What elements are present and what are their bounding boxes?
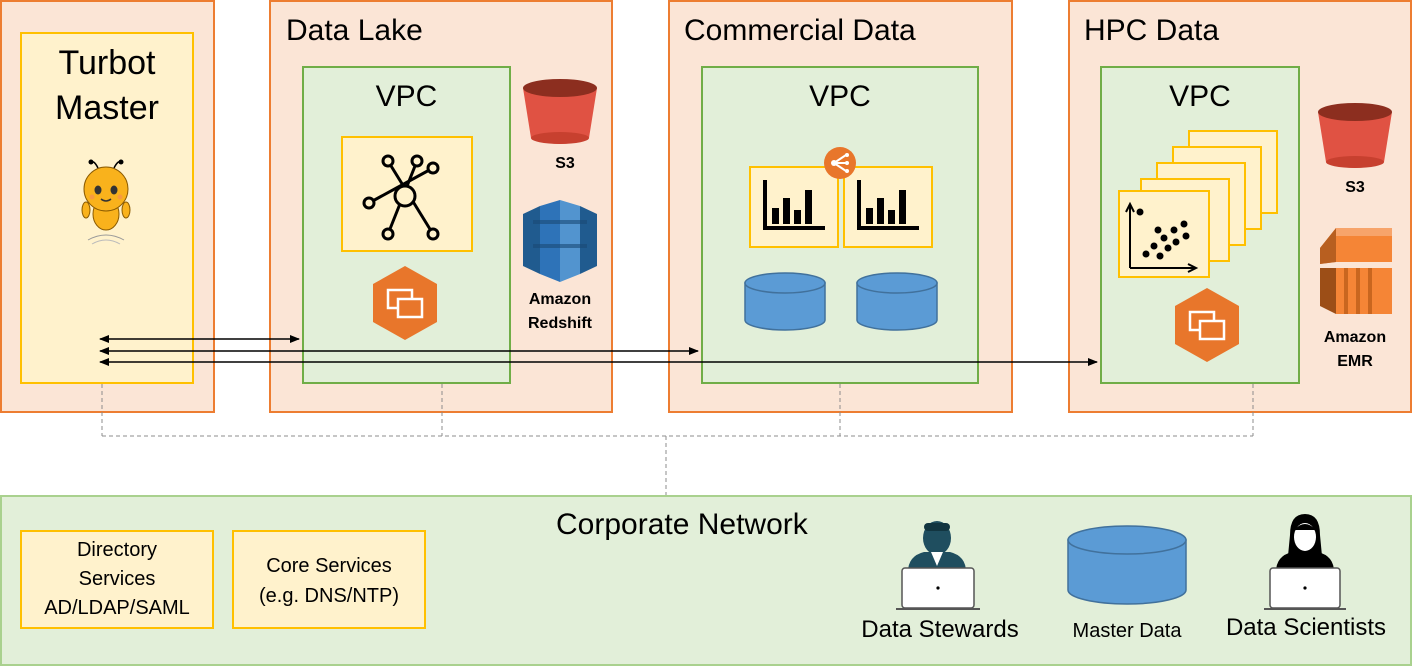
- master-data-label: Master Data: [1072, 620, 1182, 642]
- data-lake-vpc-label: VPC: [375, 80, 438, 113]
- network-connector-lines: [101, 384, 1254, 495]
- hub-network-icon: [362, 154, 440, 241]
- corporate-network-title: Corporate Network: [556, 508, 808, 541]
- hpc-data-title: HPC Data: [1084, 14, 1220, 47]
- core-services-line2: (e.g. DNS/NTP): [258, 585, 400, 607]
- directory-services-line3: AD/LDAP/SAML: [44, 597, 190, 619]
- emr-label-line2: EMR: [1337, 353, 1373, 370]
- turbot-bee-icon: [81, 159, 131, 245]
- emr-label-line1: Amazon: [1323, 329, 1387, 346]
- commercial-vpc-label: VPC: [809, 80, 871, 113]
- master-data-database-icon: [1067, 525, 1187, 605]
- data-lake-title: Data Lake: [286, 14, 423, 47]
- redshift-label-line2: Redshift: [528, 315, 592, 332]
- bar-chart-icon-2: [857, 180, 919, 230]
- bar-chart-icon-1: [763, 180, 825, 230]
- load-balancer-icon: [824, 147, 856, 179]
- data-stewards-label: Data Stewards: [861, 616, 1019, 643]
- hpc-scatter-box: [1118, 190, 1210, 278]
- data-scientists-label: Data Scientists: [1225, 614, 1387, 641]
- core-services-line1: Core Services: [266, 555, 392, 577]
- hpc-vpc-label: VPC: [1169, 80, 1231, 113]
- hpc-s3-bucket-icon: [1318, 103, 1392, 168]
- database-icon-2: [856, 272, 938, 331]
- core-services-box: [232, 530, 426, 629]
- scatter-plot-icon: [1125, 201, 1199, 273]
- hpc-s3-label: S3: [1345, 179, 1365, 196]
- workspaces-icon: [373, 266, 437, 340]
- directory-services-line2: Services: [78, 568, 156, 590]
- data-steward-person-icon: [896, 521, 980, 610]
- directory-services-line1: Directory: [76, 539, 157, 561]
- hpc-workspaces-icon: [1175, 288, 1239, 362]
- commercial-data-title: Commercial Data: [684, 14, 916, 47]
- data-lake-s3-label: S3: [555, 155, 575, 172]
- redshift-label-line1: Amazon: [528, 291, 592, 308]
- s3-bucket-icon: [523, 79, 597, 144]
- turbot-master-title-line2: Master: [55, 89, 159, 127]
- turbot-connection-arrows: [99, 335, 1098, 366]
- database-icon-1: [744, 272, 826, 331]
- directory-services-box: [20, 530, 214, 629]
- emr-icon: [1320, 228, 1392, 314]
- data-scientist-person-icon: [1264, 514, 1346, 610]
- redshift-icon: [523, 200, 597, 282]
- turbot-master-title-line1: Turbot: [58, 44, 156, 82]
